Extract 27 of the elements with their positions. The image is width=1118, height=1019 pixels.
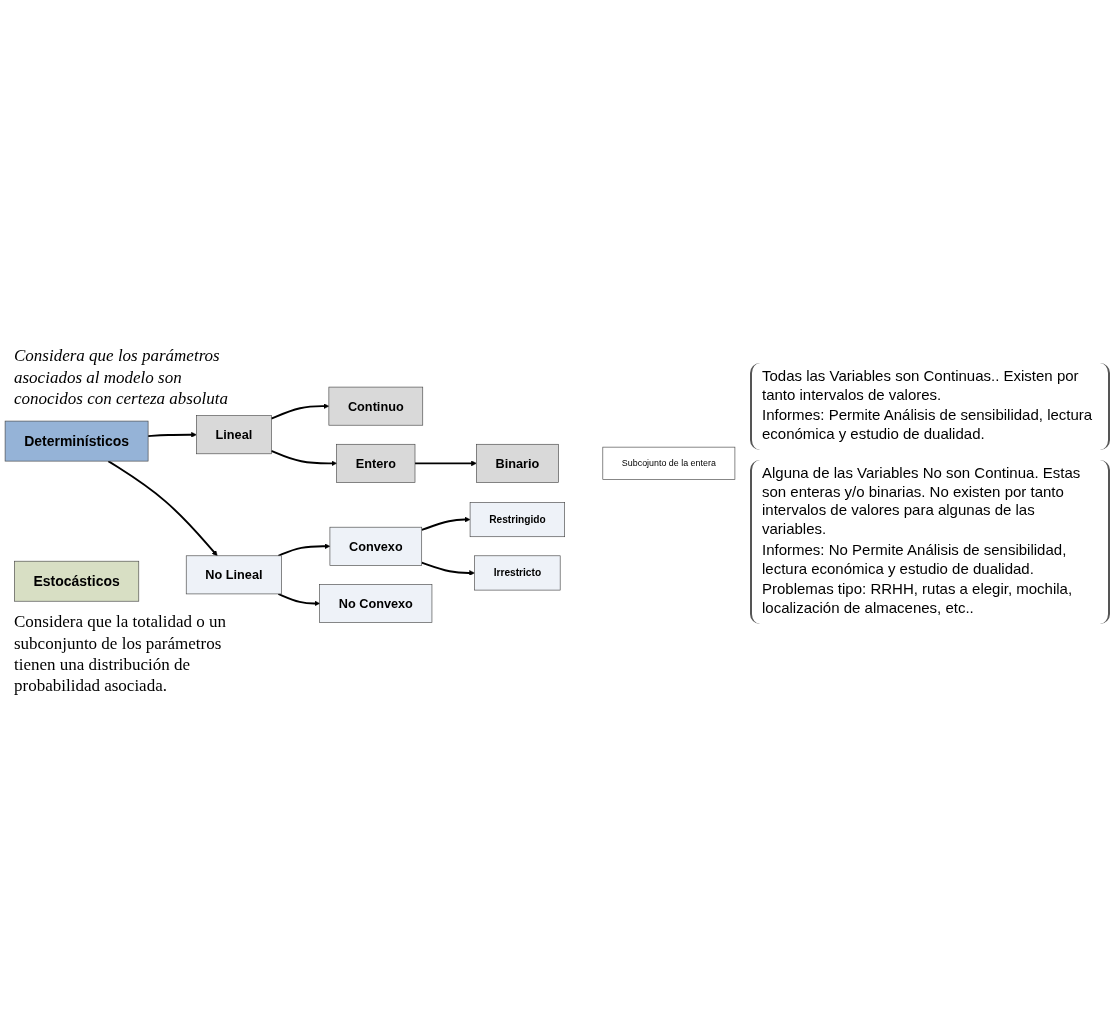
node-box: Subcojunto de la entera bbox=[602, 447, 736, 481]
arrow bbox=[420, 561, 475, 576]
arrow bbox=[147, 432, 197, 438]
arrow bbox=[414, 460, 477, 467]
node-box: No Convexo bbox=[319, 584, 433, 624]
node-box: Lineal bbox=[196, 415, 272, 455]
note-text: Alguna de las Variables No son Continua. Estas son enteras y/o binarias. No existen por tanto intervalos de valores para algunas de las variables. bbox=[762, 463, 1082, 539]
note-text: Considera que los parámetros asociados al modelo son conocidos con certeza absoluta bbox=[14, 345, 229, 410]
note-text: Informes: Permite Análisis de sensibilidad, lectura económica y estudio de dualidad. bbox=[762, 406, 1094, 444]
note-text: Todas las Variables son Continuas.. Existen por tanto intervalos de valores. bbox=[762, 366, 1080, 405]
node-box: Entero bbox=[336, 444, 416, 483]
arrow bbox=[420, 517, 471, 532]
arrow bbox=[270, 450, 337, 467]
note-text: Considera que la totalidad o un subconjunto de los parámetros tienen una distribución de probabilidad asociada. bbox=[14, 611, 227, 697]
arrow bbox=[277, 543, 331, 557]
node-box: Estocásticos bbox=[14, 561, 140, 602]
arrow bbox=[270, 403, 330, 420]
node-box: Determinísticos bbox=[4, 420, 149, 462]
node-box: Continuo bbox=[328, 386, 424, 426]
node-box: Restringido bbox=[469, 502, 565, 538]
note-text: Problemas tipo: RRHH, rutas a elegir, mochila, localización de almacenes, etc.. bbox=[762, 580, 1074, 618]
node-box: Convexo bbox=[329, 527, 423, 566]
note-text: Informes: No Permite Análisis de sensibilidad, lectura económica y estudio de dualidad. bbox=[762, 540, 1068, 579]
node-box: No Lineal bbox=[185, 555, 282, 595]
node-box: Irrestricto bbox=[474, 555, 561, 591]
node-box: Binario bbox=[476, 444, 559, 483]
arrow bbox=[107, 460, 218, 557]
